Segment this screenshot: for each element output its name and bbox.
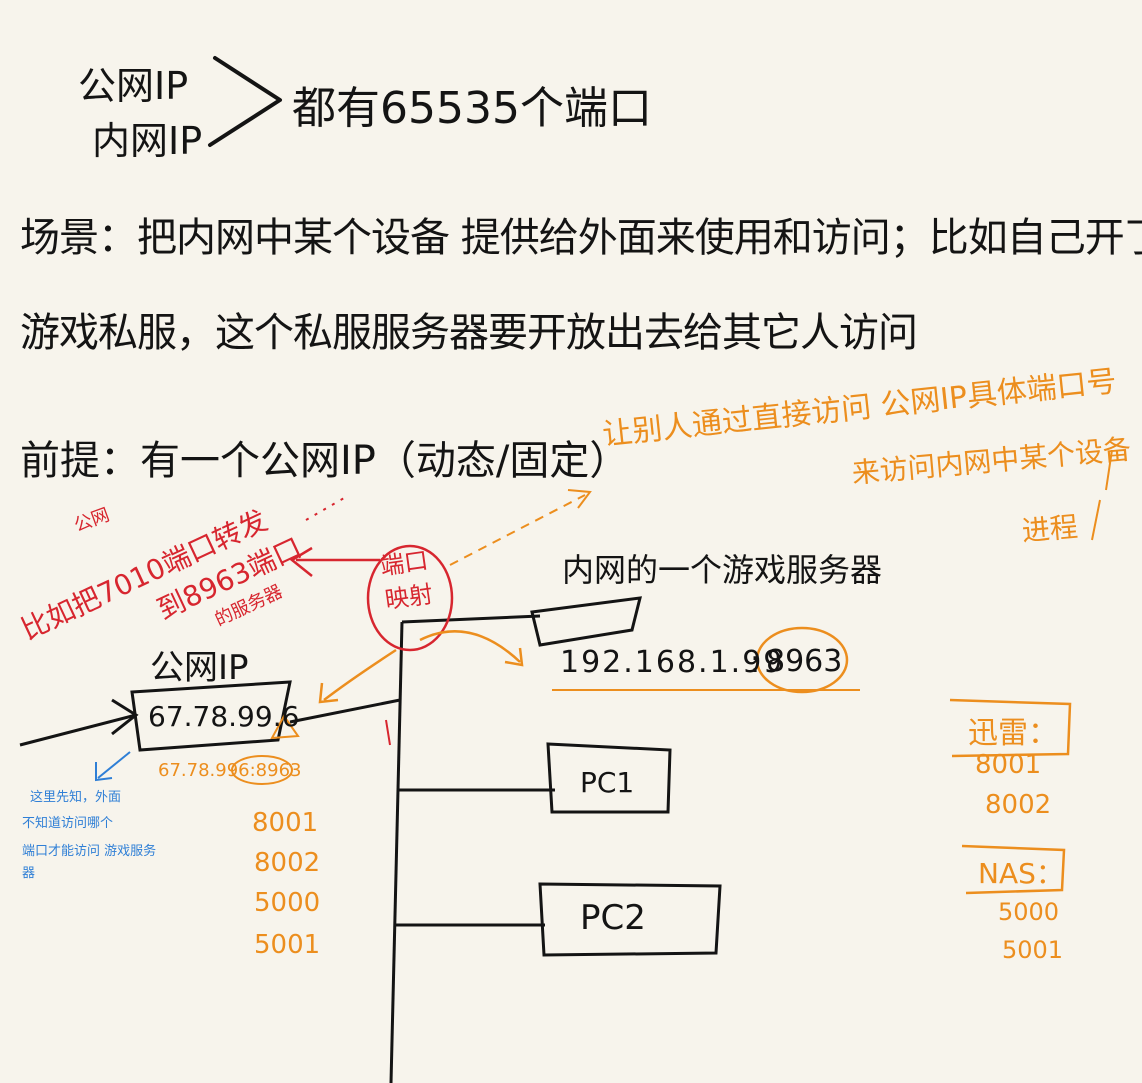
blue-note-line-3: 端口才能访问 游戏服务 [22,844,157,859]
blue-arrow-shaft [97,751,131,779]
server-ip: 192.168.1.99 [560,645,785,680]
public-box-label: 公网IP [150,648,249,688]
mapping-label: 端口映射 [378,546,435,615]
xunlei-port-2: 8002 [985,790,1052,820]
xunlei-box [949,698,1072,758]
premise-text: 前提：有一个公网IP（动态/固定） [20,438,630,484]
pc1-box [546,742,672,814]
mapping-to-server-head [504,647,524,667]
red-dots [305,497,345,521]
ports-statement: 都有65535个端口 [292,83,652,134]
server-colon: : [750,645,761,680]
mapping-circle [366,544,454,652]
greater-than-bracket [208,56,282,147]
gateway-link [289,698,401,724]
goal-dashed-head [567,489,592,509]
network-trunk [389,621,404,1083]
public-ip-box [130,680,292,752]
goal-slash-1 [1105,449,1113,491]
first-port-circle [231,755,293,785]
port-circle [755,626,849,694]
scenario-line-2: 游戏私服，这个私服服务器要开放出去给其它人访问 [20,310,918,356]
public-port-4: 5000 [254,888,321,918]
mapping-to-public-head [318,682,339,704]
goal-line-3: 进程 [1020,510,1080,548]
mapping-to-server-arrow [419,630,521,663]
server-branch [401,614,541,624]
blue-note-line-4: 器 [22,866,36,881]
public-port-1: 67.78.996:8963 [158,760,302,781]
port-marker [270,714,300,740]
nas-port-2: 5001 [1002,936,1064,964]
blue-note-line-2: 不知道访问哪个 [22,816,114,831]
pc1-label: PC1 [580,766,635,799]
blue-arrow-head [95,762,113,782]
nas-port-1: 5000 [998,898,1060,926]
blue-note-line-1: 这里先知，外面 [30,790,122,805]
public-port-2: 8001 [252,808,319,838]
incoming-arrow-shaft [19,713,137,747]
public-ip-heading: 公网IP [78,64,189,108]
red-arrow-head [289,546,313,577]
public-box-ip: 67.78.99.6 [148,700,300,733]
nas-box [961,844,1066,895]
goal-slash-2 [1091,499,1101,541]
server-title: 内网的一个游戏服务器 [562,551,883,589]
xunlei-port-1: 8001 [975,750,1042,780]
pc2-label: PC2 [580,898,646,938]
nas-label: NAS： [978,857,1064,890]
public-port-3: 8002 [254,848,321,878]
xunlei-label: 迅雷： [968,716,1058,751]
private-ip-heading: 内网IP [92,119,203,163]
server-port: 8963 [766,644,843,679]
pc2-box [538,882,722,957]
mapping-to-public-arrow [323,648,397,701]
red-tick [385,719,391,746]
scenario-line-1: 场景：把内网中某个设备 提供给外面来使用和访问；比如自己开了一个 [20,215,1142,261]
public-port-5: 5001 [254,930,321,960]
server-box [530,596,642,647]
